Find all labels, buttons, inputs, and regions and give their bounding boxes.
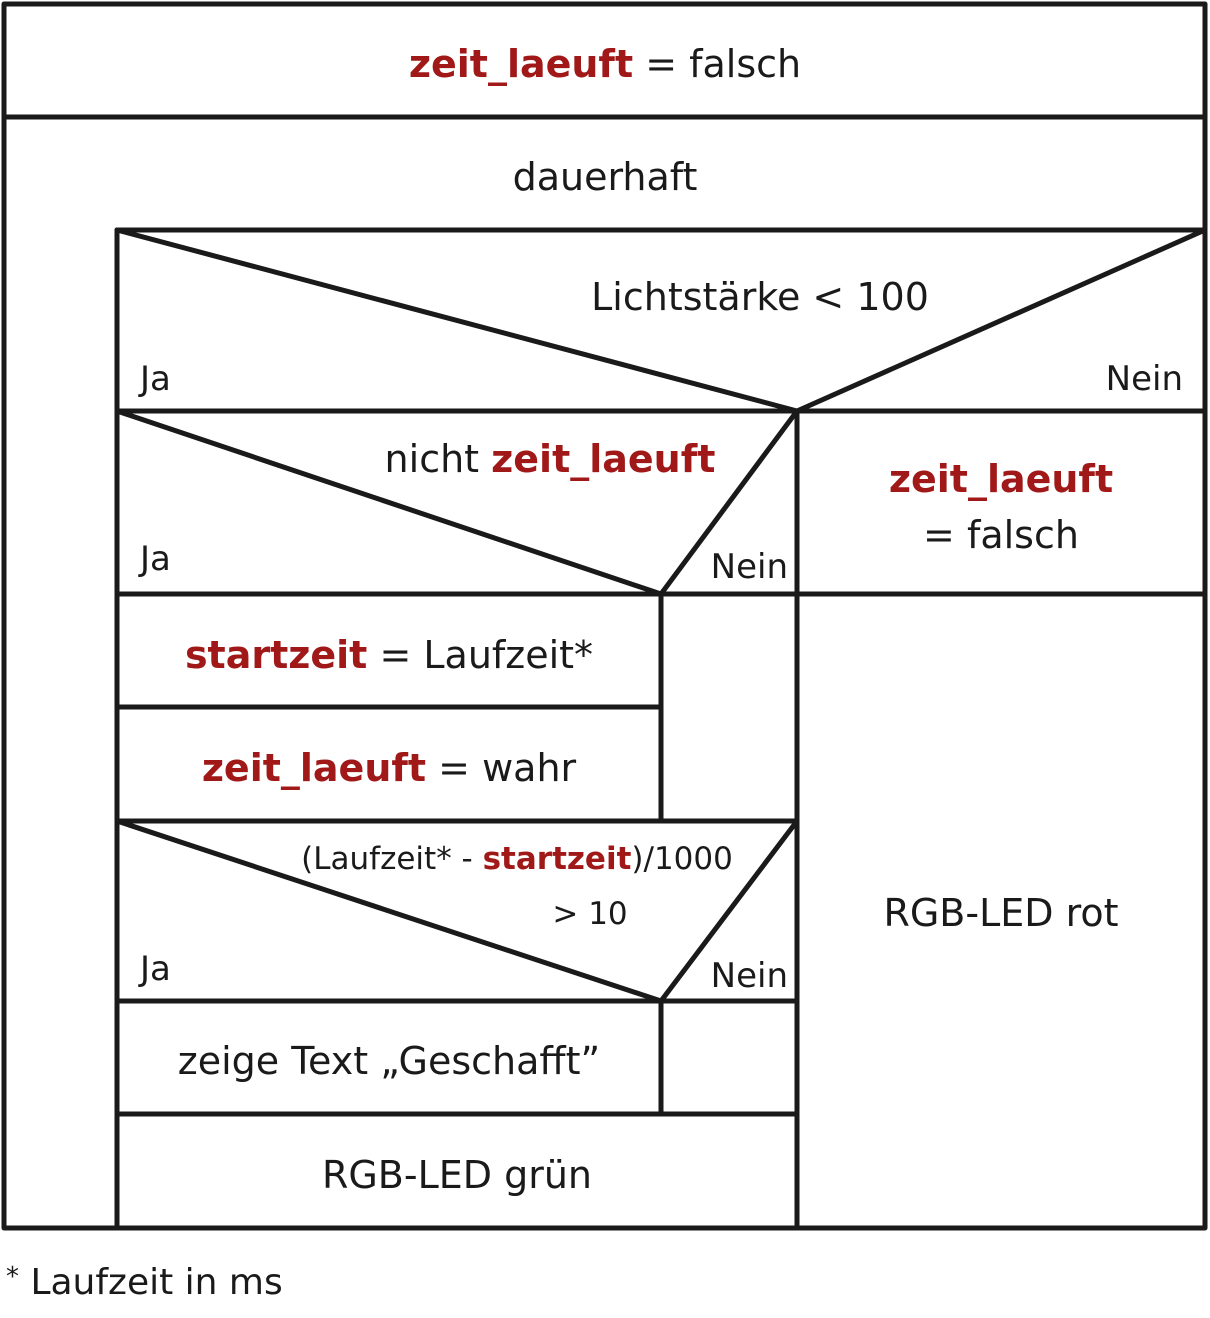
stmt-rgb-red: RGB-LED rot: [883, 891, 1118, 935]
cond3-right-diagonal: [658, 818, 800, 1004]
else1-rest: = falsch: [923, 513, 1079, 557]
stmt-show-text: zeige Text „Geschafft”: [178, 1039, 600, 1083]
footnote-star: *: [6, 1262, 19, 1292]
cond3-yes-label: Ja: [138, 949, 171, 989]
stmt-run: zeit_laeuft = wahr: [202, 746, 577, 790]
init-statement: zeit_laeuft = falsch: [409, 42, 801, 86]
else1-var: zeit_laeuft: [889, 457, 1113, 501]
cond3-no-label: Nein: [711, 956, 788, 996]
cond1-left-diagonal: [114, 227, 800, 414]
outer-frame: [1, 1, 1208, 1231]
footnote: * Laufzeit in ms: [6, 1262, 283, 1303]
cond2-yes-label: Ja: [138, 539, 171, 579]
cond3-left-diagonal: [114, 818, 664, 1004]
cond2-text: nicht zeit_laeuft: [385, 437, 716, 481]
loop-label: dauerhaft: [513, 155, 698, 199]
cond2-left-diagonal: [114, 408, 664, 597]
cond1-right-diagonal: [794, 227, 1208, 414]
cond2-no-label: Nein: [711, 547, 788, 587]
footnote-text: Laufzeit in ms: [19, 1262, 283, 1303]
cond3-text-line1: (Laufzeit* - startzeit)/1000: [301, 841, 733, 877]
cond2-right-diagonal: [658, 408, 800, 597]
cond3-text-line2: > 10: [552, 896, 627, 932]
cond1-text: Lichtstärke < 100: [591, 275, 929, 319]
cond1-yes-label: Ja: [138, 359, 171, 399]
cond1-no-label: Nein: [1106, 359, 1183, 399]
stmt-start: startzeit = Laufzeit*: [185, 633, 593, 677]
stmt-rgb-green: RGB-LED grün: [322, 1153, 592, 1197]
